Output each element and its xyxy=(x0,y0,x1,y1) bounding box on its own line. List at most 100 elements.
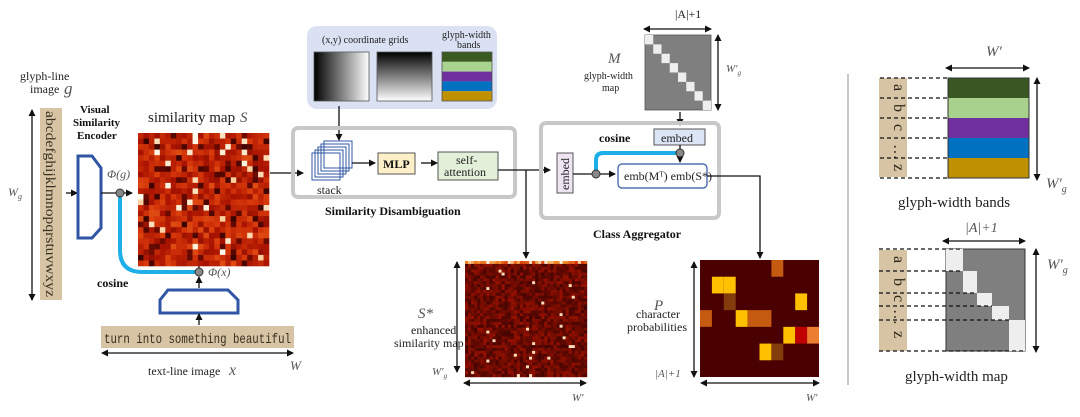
enhanced-map-cell xyxy=(544,368,548,372)
enhanced-map-cell xyxy=(465,284,469,288)
enhanced-map-cell xyxy=(522,295,527,299)
enhanced-map-cell xyxy=(480,374,484,378)
enhanced-map-cell xyxy=(550,333,554,337)
enhanced-map-cell xyxy=(519,269,524,273)
enhanced-map-cell xyxy=(529,327,533,331)
enhanced-map-cell xyxy=(483,359,487,363)
glyph-width-bands-small xyxy=(441,51,493,102)
enhanced-map-cell xyxy=(559,348,563,352)
similarity-map-cell xyxy=(214,227,221,234)
enhanced-map-cell xyxy=(580,266,585,270)
rp-band-stripe xyxy=(948,138,1029,158)
similarity-map-cell xyxy=(241,155,248,162)
enhanced-map-cell xyxy=(477,307,481,311)
enhanced-map-cell xyxy=(519,298,524,302)
enhanced-map-cell xyxy=(526,339,530,343)
enhanced-map-cell xyxy=(574,287,579,291)
enhanced-map-cell xyxy=(574,313,579,317)
similarity-map-cell xyxy=(208,193,215,200)
similarity-map-cell xyxy=(214,182,221,189)
enhanced-map-cell xyxy=(483,330,487,334)
enhanced-map-cell xyxy=(504,368,508,372)
enhanced-map-cell xyxy=(583,304,588,308)
enhanced-map-cell xyxy=(474,292,478,296)
enhanced-map-cell xyxy=(507,310,511,314)
enhanced-map-cell xyxy=(492,374,496,378)
similarity-map-cell xyxy=(241,133,248,139)
enhanced-map-cell xyxy=(532,266,536,270)
enhanced-map-cell xyxy=(474,362,478,366)
similarity-map-cell xyxy=(159,144,166,150)
enhanced-map-cell xyxy=(465,348,469,352)
enhanced-map-cell xyxy=(535,374,539,378)
enhanced-map-cell xyxy=(522,321,527,325)
enhanced-map-cell xyxy=(492,269,496,273)
m-map-diagonal-cell xyxy=(653,44,662,54)
enhanced-map-cell xyxy=(580,374,585,378)
enhanced-map-cell xyxy=(556,324,560,328)
enhanced-map-cell xyxy=(583,275,588,279)
enhanced-map-cell xyxy=(480,287,484,291)
similarity-map-cell xyxy=(143,155,150,162)
phi-g-label: Φ(g) xyxy=(107,167,130,181)
similarity-map-cell xyxy=(148,149,155,156)
enhanced-map-cell xyxy=(571,327,575,331)
enhanced-map-cell xyxy=(486,362,490,366)
similarity-map-cell xyxy=(181,138,188,145)
enhanced-map-cell xyxy=(519,281,524,285)
aggregator-node-left xyxy=(591,169,601,179)
enhanced-map-cell xyxy=(486,356,490,360)
enhanced-map-cell xyxy=(489,284,493,288)
enhanced-map-cell xyxy=(474,327,478,331)
similarity-map-cell xyxy=(192,221,199,228)
similarity-map-cell xyxy=(148,254,155,261)
similarity-map-cell xyxy=(252,205,259,211)
similarity-map-cell xyxy=(192,149,199,156)
similarity-map-cell xyxy=(170,193,177,200)
enhanced-map-cell xyxy=(483,266,487,270)
similarity-map-cell xyxy=(230,216,237,222)
enhanced-map-cell xyxy=(541,295,545,299)
enhanced-map-cell xyxy=(507,278,511,282)
enhanced-map-cell xyxy=(568,345,572,349)
enhanced-map-cell xyxy=(486,275,490,279)
similarity-map-cell xyxy=(165,249,172,256)
enhanced-map-cell xyxy=(571,304,575,308)
enhanced-map-cell xyxy=(535,313,539,317)
enhanced-map-cell xyxy=(495,295,499,299)
enhanced-map-cell xyxy=(526,374,530,378)
enhanced-map-cell xyxy=(510,368,514,372)
enhanced-map-cell xyxy=(529,316,533,320)
similarity-map-cell xyxy=(219,166,226,173)
enhanced-map-cell xyxy=(465,374,469,378)
enhanced-map-cell xyxy=(574,374,579,378)
enhanced-map-cell xyxy=(544,356,548,360)
enhanced-map-cell xyxy=(522,345,527,349)
enhanced-map-cell xyxy=(516,356,521,360)
enhanced-map-cell xyxy=(574,281,579,285)
enhanced-map-cell xyxy=(486,295,490,299)
enhanced-map-cell xyxy=(489,345,493,349)
enhanced-map-cell xyxy=(538,290,542,294)
enhanced-map-cell xyxy=(526,266,530,270)
enhanced-map-cell xyxy=(562,281,566,285)
rp-strip-char: a xyxy=(890,256,907,263)
similarity-map-cell xyxy=(187,177,193,184)
similarity-map-cell xyxy=(203,177,210,184)
enhanced-map-cell xyxy=(501,345,505,349)
enhanced-map-cell xyxy=(541,266,545,270)
enhanced-map-cell xyxy=(513,371,518,375)
enhanced-map-cell xyxy=(501,275,505,279)
similarity-map-cell xyxy=(252,216,259,222)
enhanced-map-cell xyxy=(507,368,511,372)
similarity-map-cell xyxy=(198,210,204,217)
similarity-map-cell xyxy=(198,149,204,156)
enhanced-map-cell xyxy=(504,359,508,363)
enhanced-map-cell xyxy=(510,266,514,270)
enhanced-map-cell xyxy=(571,350,575,354)
similarity-map-cell xyxy=(214,199,221,206)
enhanced-map-cell xyxy=(544,330,548,334)
enhanced-map-cell xyxy=(559,290,563,294)
similarity-map-cell xyxy=(170,232,177,239)
enhanced-map-cell xyxy=(553,281,557,285)
